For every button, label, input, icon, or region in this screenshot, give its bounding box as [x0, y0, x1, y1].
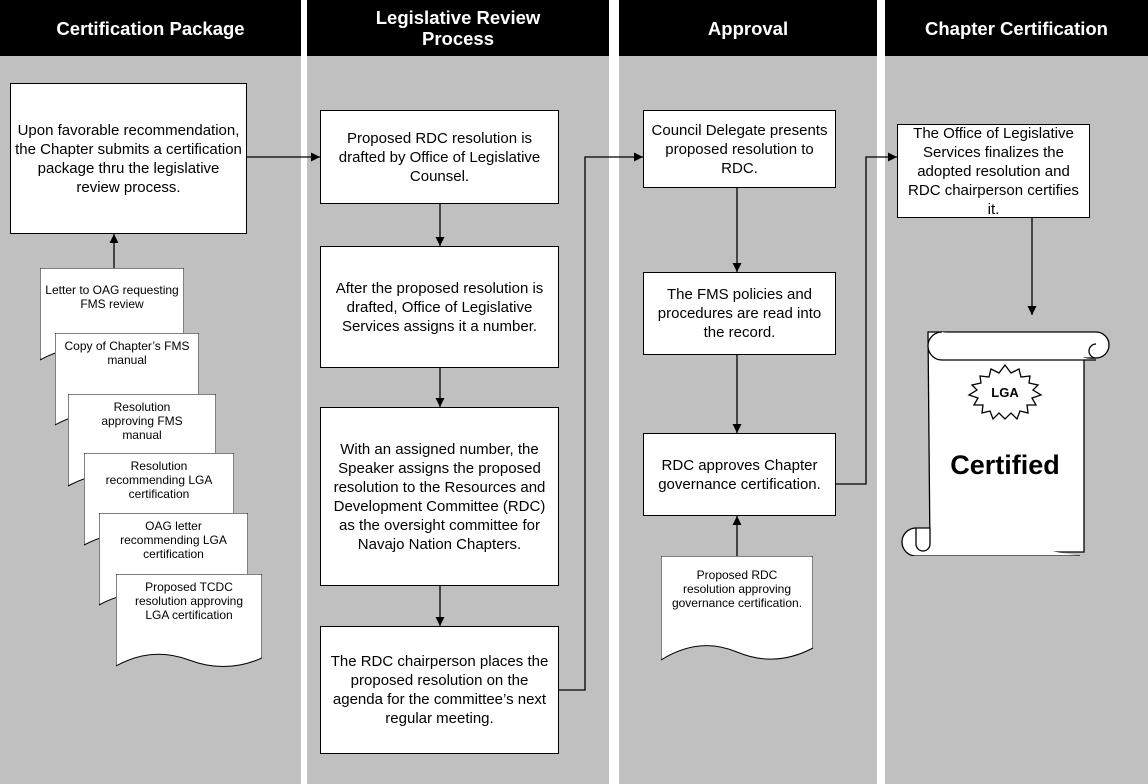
- doc-text: Proposed TCDC resolution approving LGA c…: [134, 580, 244, 622]
- box-text: The RDC chairperson places the proposed …: [330, 653, 549, 727]
- doc-proposed-tcdc-resolution: Proposed TCDC resolution approving LGA c…: [116, 574, 262, 670]
- box-text: Proposed RDC resolution is drafted by Of…: [338, 129, 541, 185]
- doc-text: Copy of Chapter’s FMS manual: [64, 339, 190, 367]
- lane-title: Certification Package: [0, 0, 301, 56]
- box-finalizes: The Office of Legislative Services final…: [897, 124, 1090, 218]
- doc-text: Proposed RDC resolution approving govern…: [671, 568, 803, 610]
- box-speaker-assigns: With an assigned number, the Speaker ass…: [320, 407, 559, 586]
- lane-title: Chapter Certification: [885, 0, 1148, 56]
- certificate-scroll: LGA Certified: [900, 316, 1110, 557]
- box-text: Council Delegate presents proposed resol…: [651, 121, 828, 177]
- doc-text: Letter to OAG requesting FMS review: [45, 283, 179, 311]
- doc-text: OAG letter recommending LGA certificatio…: [120, 519, 227, 561]
- lane-title: Approval: [619, 0, 877, 56]
- lga-badge-text: LGA: [991, 385, 1019, 400]
- box-text: With an assigned number, the Speaker ass…: [333, 440, 546, 553]
- certified-label: Certified: [950, 450, 1060, 480]
- lga-seal-icon: [967, 363, 1043, 421]
- box-text: RDC approves Chapter governance certific…: [658, 456, 821, 493]
- box-agenda: The RDC chairperson places the proposed …: [320, 626, 559, 754]
- box-resolution-numbered: After the proposed resolution is drafted…: [320, 246, 559, 368]
- doc-text: Resolution approving FMS manual: [101, 400, 183, 442]
- doc-proposed-rdc-resolution: Proposed RDC resolution approving govern…: [661, 556, 813, 664]
- box-rdc-approves: RDC approves Chapter governance certific…: [643, 433, 836, 516]
- box-submit-package: Upon favorable recommendation, the Chapt…: [10, 83, 247, 234]
- doc-text: Resolution recommending LGA certificatio…: [105, 459, 213, 501]
- box-text: The Office of Legislative Services final…: [908, 124, 1079, 218]
- box-delegate-presents: Council Delegate presents proposed resol…: [643, 110, 836, 188]
- box-text: Upon favorable recommendation, the Chapt…: [15, 121, 242, 196]
- box-text: The FMS policies and procedures are read…: [657, 286, 822, 341]
- box-fms-read: The FMS policies and procedures are read…: [643, 272, 836, 355]
- box-text: After the proposed resolution is drafted…: [335, 279, 544, 335]
- box-resolution-drafted: Proposed RDC resolution is drafted by Of…: [320, 110, 559, 204]
- lane-title: Legislative Review Process: [307, 0, 609, 56]
- scroll-icon: [901, 331, 1110, 557]
